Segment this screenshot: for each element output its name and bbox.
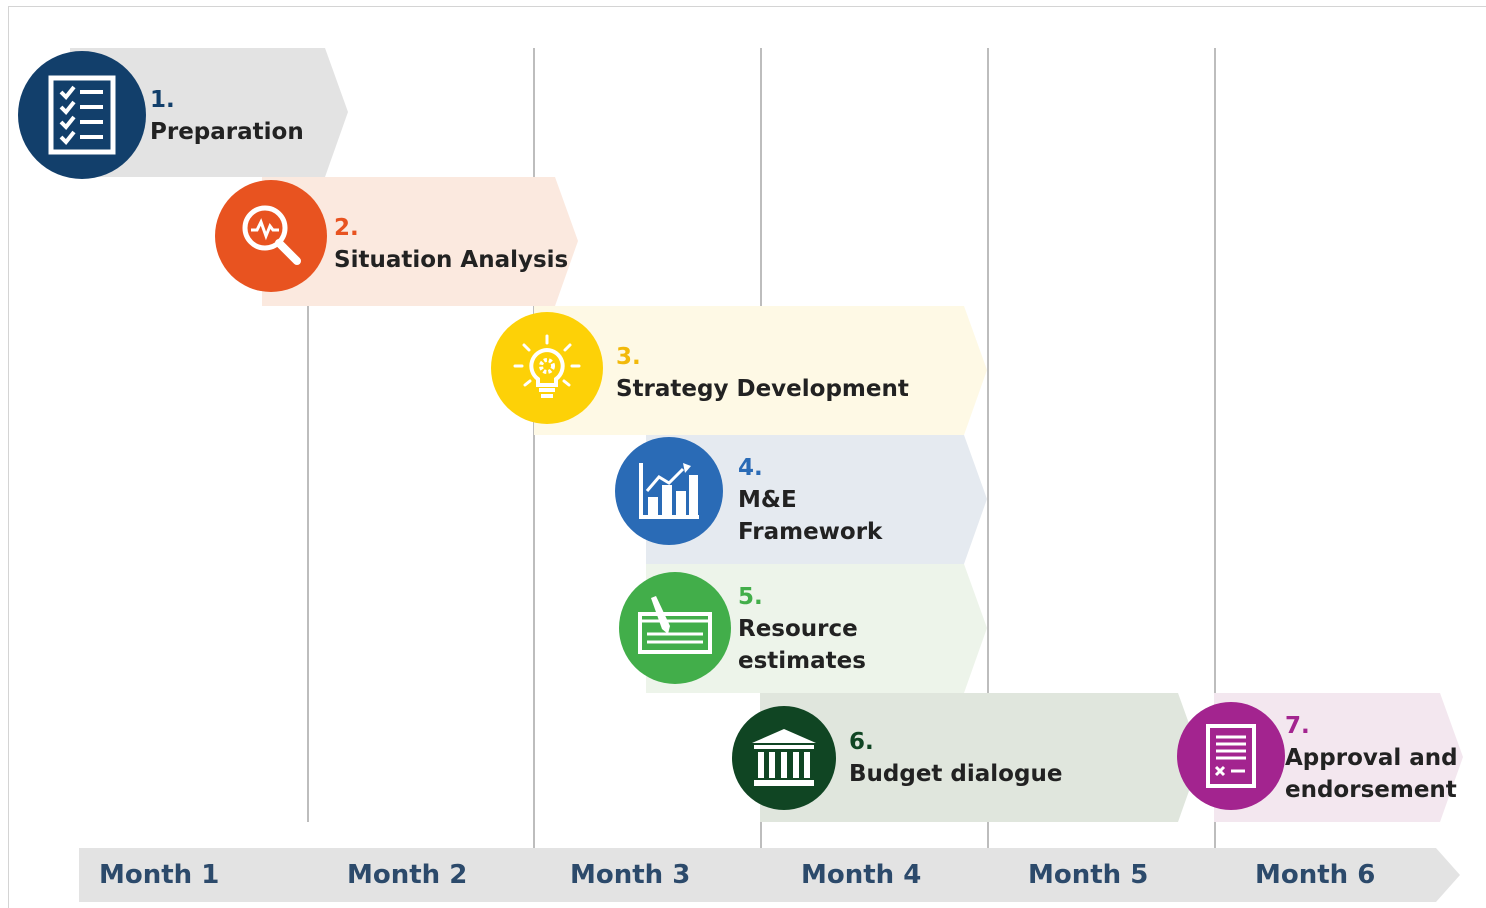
check-pen-icon bbox=[638, 596, 712, 654]
month-1-bar bbox=[79, 848, 331, 902]
month-3-bar bbox=[533, 848, 785, 902]
step-3-band bbox=[534, 306, 987, 435]
step-1-label: 1. Preparation bbox=[150, 84, 304, 148]
gridline-1 bbox=[307, 300, 309, 822]
step-5-label: 5. Resource estimates bbox=[738, 581, 866, 677]
step-2-circle bbox=[215, 180, 327, 292]
month-4-label: Month 4 bbox=[801, 860, 922, 890]
magnifier-pulse-icon bbox=[242, 205, 301, 265]
month-2-label: Month 2 bbox=[347, 860, 468, 890]
step-7-title-line1: Approval and bbox=[1285, 745, 1458, 771]
month-5-bar bbox=[987, 848, 1239, 902]
step-7-number: 7. bbox=[1285, 713, 1310, 739]
step-4-title-line2: Framework bbox=[738, 519, 883, 545]
bank-icon bbox=[752, 729, 816, 786]
step-3-label: 3. Strategy Development bbox=[616, 341, 909, 405]
checklist-icon bbox=[48, 75, 116, 155]
step-2-title: Situation Analysis bbox=[334, 247, 569, 273]
step-6-number: 6. bbox=[849, 729, 874, 755]
bar-chart-icon bbox=[639, 463, 699, 519]
step-1-circle bbox=[18, 51, 146, 179]
step-2-band bbox=[262, 177, 578, 306]
step-2-number: 2. bbox=[334, 215, 359, 241]
month-3-label: Month 3 bbox=[570, 860, 691, 890]
step-3-circle bbox=[491, 312, 603, 424]
step-4-number: 4. bbox=[738, 455, 763, 481]
step-2-label: 2. Situation Analysis bbox=[334, 212, 568, 276]
step-7-title-line2: endorsement bbox=[1285, 777, 1457, 803]
step-6-circle bbox=[732, 706, 836, 810]
step-3-title: Strategy Development bbox=[616, 376, 909, 402]
month-1-label: Month 1 bbox=[99, 860, 220, 890]
step-6-label: 6. Budget dialogue bbox=[849, 726, 1062, 790]
month-5-label: Month 5 bbox=[1028, 860, 1149, 890]
gridline-2 bbox=[533, 48, 535, 848]
step-7-band bbox=[1214, 693, 1463, 822]
step-5-title-line1: Resource bbox=[738, 616, 858, 642]
month-6-bar bbox=[1214, 848, 1460, 902]
step-7-label: 7. Approval and endorsement bbox=[1285, 710, 1458, 806]
step-4-band bbox=[646, 435, 987, 564]
step-7-circle bbox=[1177, 702, 1285, 810]
step-5-number: 5. bbox=[738, 584, 763, 610]
month-6-label: Month 6 bbox=[1255, 860, 1376, 890]
gridline-4 bbox=[987, 48, 989, 848]
step-5-title-line2: estimates bbox=[738, 648, 866, 674]
step-5-band bbox=[646, 564, 987, 693]
lightbulb-gear-icon bbox=[513, 334, 581, 398]
step-1-number: 1. bbox=[150, 87, 175, 113]
document-approval-icon bbox=[1206, 724, 1256, 788]
month-2-bar bbox=[306, 848, 558, 902]
step-4-label: 4. M&E Framework bbox=[738, 452, 882, 548]
month-4-bar bbox=[760, 848, 1012, 902]
step-1-title: Preparation bbox=[150, 119, 304, 145]
step-1-band bbox=[70, 48, 348, 177]
step-4-circle bbox=[615, 437, 723, 545]
step-6-title: Budget dialogue bbox=[849, 761, 1063, 787]
step-3-number: 3. bbox=[616, 344, 641, 370]
gridline-5 bbox=[1214, 48, 1216, 848]
step-4-title-line1: M&E bbox=[738, 487, 797, 513]
diagram-frame bbox=[8, 6, 1486, 908]
step-5-circle bbox=[619, 572, 731, 684]
step-6-band bbox=[760, 693, 1201, 822]
